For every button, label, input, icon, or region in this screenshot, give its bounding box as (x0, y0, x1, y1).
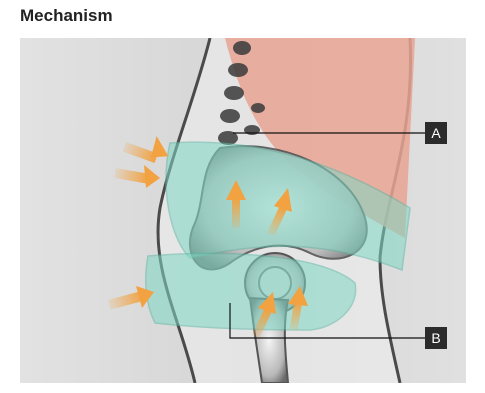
callout-b: B (425, 327, 447, 349)
illustration-svg (20, 38, 466, 383)
mechanism-illustration: A B (20, 38, 466, 383)
section-title: Mechanism (20, 6, 113, 26)
callout-a: A (425, 122, 447, 144)
